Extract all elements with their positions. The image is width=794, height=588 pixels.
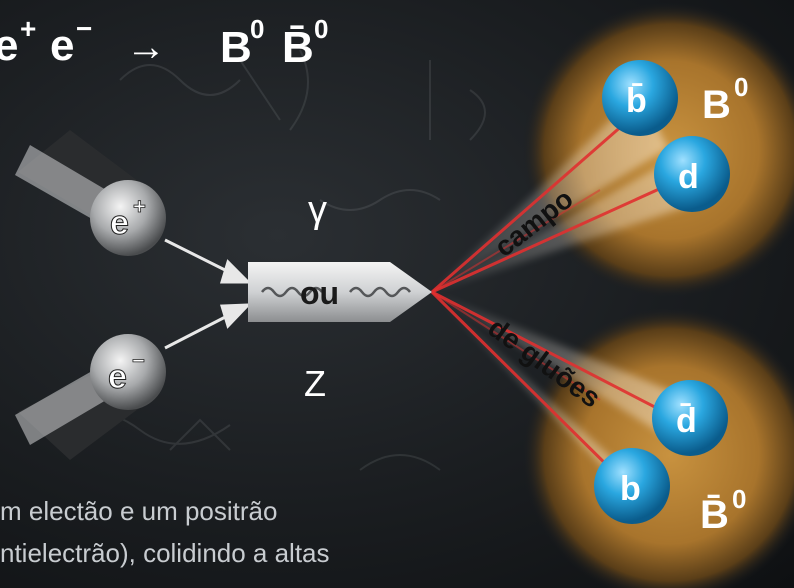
reaction-e-minus: e	[50, 21, 74, 70]
quark-bottom	[594, 448, 670, 524]
reaction-equation: e + e − → B 0 B̄ 0	[0, 13, 328, 72]
propagator-label: ou	[300, 275, 339, 311]
reaction-arrow: →	[126, 25, 166, 69]
b0bar-meson-sup: 0	[732, 484, 746, 514]
beam-arrows	[164, 238, 252, 350]
b0-meson-name: B	[702, 83, 731, 127]
b0bar-meson: d̄ b B̄ 0	[594, 380, 746, 537]
propagator: ou	[248, 262, 432, 322]
electron-label: e	[108, 358, 127, 396]
positron-charge: +	[133, 194, 146, 219]
quark-bottom-label: b	[620, 470, 641, 508]
reaction-b0bar: B̄	[282, 23, 314, 72]
quark-antidown-label: d̄	[676, 402, 697, 440]
photon-wave-icon	[261, 286, 411, 298]
b0-meson: b̄ d B 0	[602, 60, 748, 212]
positron-label: e	[110, 204, 129, 242]
b0bar-meson-name: B̄	[700, 493, 729, 537]
reaction-e-plus: e	[0, 21, 18, 70]
electron-ball: e −	[90, 334, 166, 410]
gluon-field-lines	[430, 108, 691, 490]
caption-line-2: ntielectrão), colidindo a altas	[0, 538, 330, 568]
reaction-e-minus-sup: −	[76, 13, 92, 44]
reaction-b0-sup: 0	[250, 14, 264, 44]
quark-down	[654, 136, 730, 212]
positron-ball: e +	[90, 180, 166, 256]
quark-antibottom	[602, 60, 678, 136]
caption-line-1: m electão e um positrão	[0, 496, 278, 526]
quark-down-label: d	[678, 158, 699, 196]
b0-meson-sup: 0	[734, 72, 748, 102]
electron-charge: −	[132, 348, 145, 373]
quark-antibottom-label: b̄	[626, 82, 647, 120]
z-boson-symbol: Z	[304, 363, 326, 404]
reaction-b0bar-sup: 0	[314, 14, 328, 44]
reaction-b0: B	[220, 23, 252, 72]
beam-tubes	[15, 130, 150, 460]
quark-antidown	[652, 380, 728, 456]
reaction-e-plus-sup: +	[20, 13, 36, 44]
photon-symbol: γ	[308, 189, 327, 231]
